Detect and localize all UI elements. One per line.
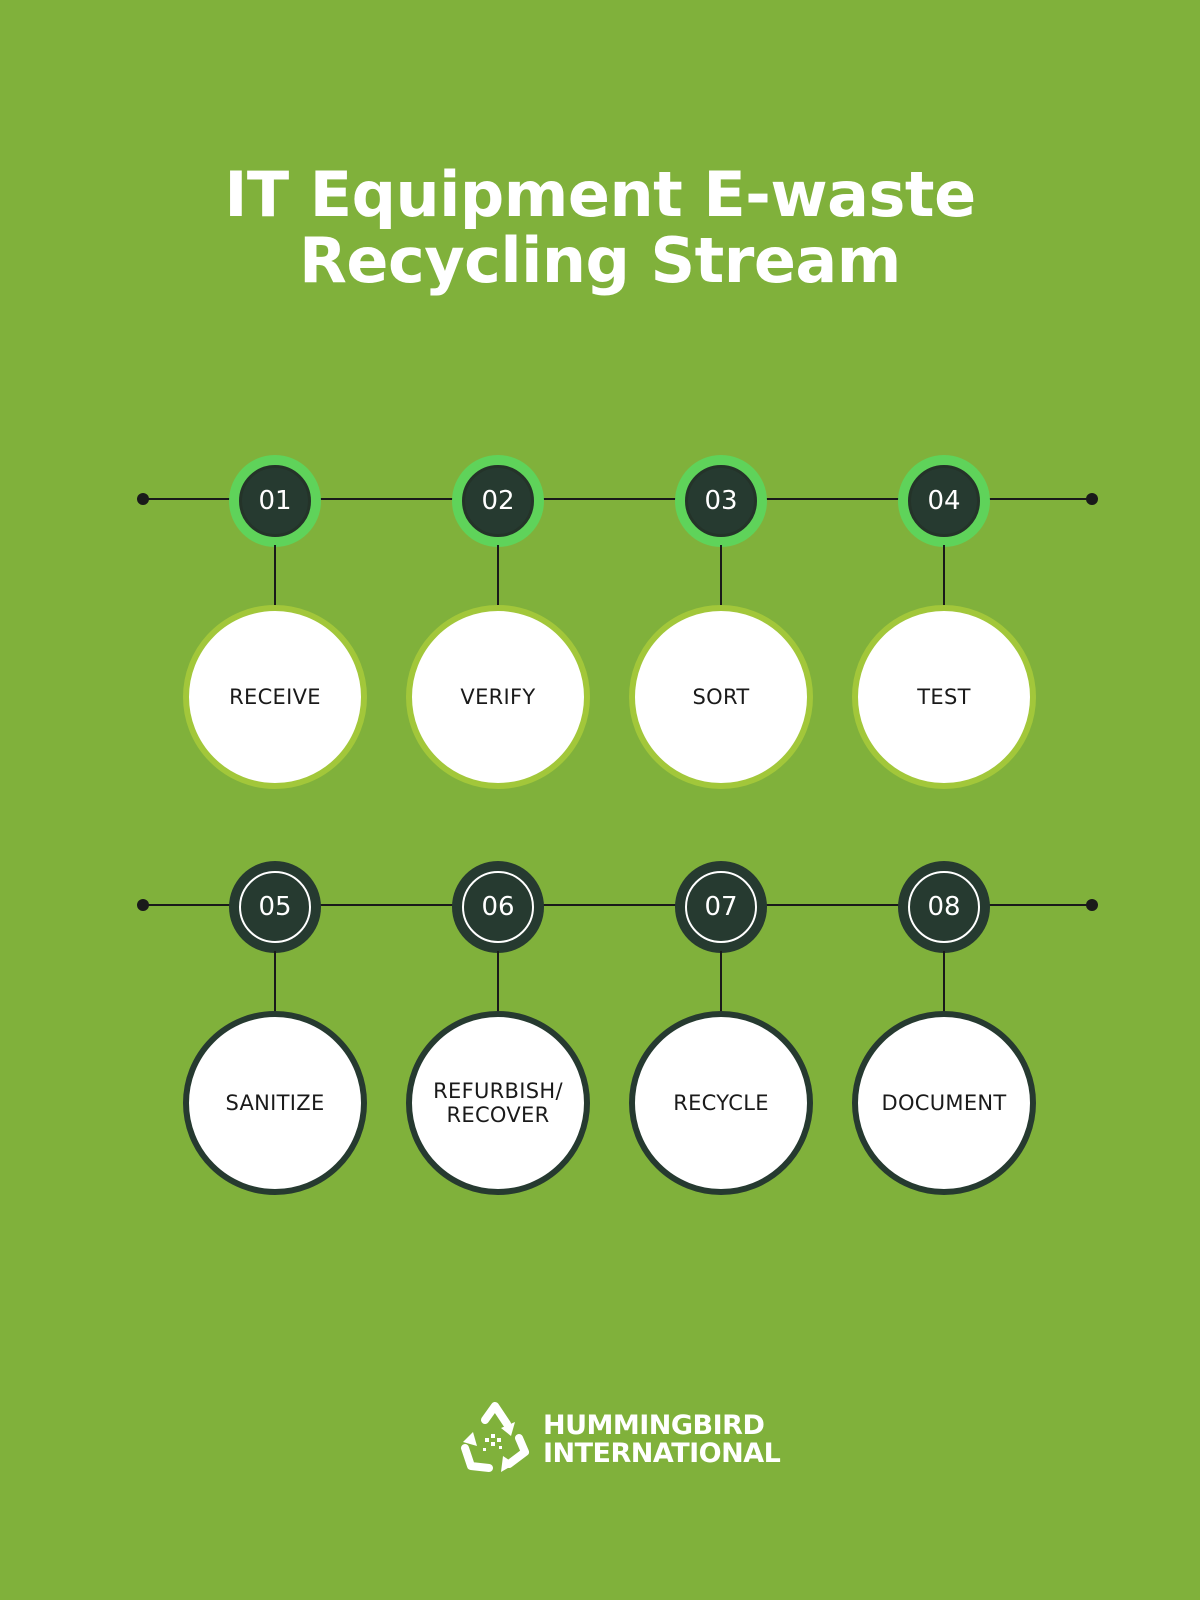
step-circle: DOCUMENT bbox=[852, 1011, 1036, 1195]
step-number-badge: 03 bbox=[675, 455, 767, 547]
logo-line-1: HUMMINGBIRD bbox=[543, 1410, 765, 1441]
logo-line-2: INTERNATIONAL bbox=[543, 1438, 781, 1469]
process-row-1: 01 RECEIVE 02 VERIFY 03 SORT 04 TEST bbox=[0, 455, 1200, 815]
step-sort: 03 SORT bbox=[621, 455, 821, 815]
step-number-badge: 06 bbox=[452, 861, 544, 953]
company-logo: HUMMINGBIRD INTERNATIONAL bbox=[455, 1398, 781, 1478]
connector-line bbox=[274, 545, 276, 611]
step-label: SANITIZE bbox=[225, 1091, 325, 1115]
step-label: TEST bbox=[917, 685, 971, 709]
timeline-line bbox=[143, 904, 1092, 906]
step-number: 04 bbox=[908, 465, 980, 537]
process-row-2: 05 SANITIZE 06 REFURBISH/ RECOVER 07 REC… bbox=[0, 861, 1200, 1221]
connector-line bbox=[943, 951, 945, 1017]
step-verify: 02 VERIFY bbox=[398, 455, 598, 815]
step-number: 02 bbox=[462, 465, 534, 537]
step-circle: RECEIVE bbox=[183, 605, 367, 789]
connector-line bbox=[720, 951, 722, 1017]
recycle-icon bbox=[461, 1402, 529, 1472]
timeline-line bbox=[143, 498, 1092, 500]
step-label: REFURBISH/ RECOVER bbox=[433, 1079, 563, 1127]
step-number-badge: 04 bbox=[898, 455, 990, 547]
step-circle: RECYCLE bbox=[629, 1011, 813, 1195]
connector-line bbox=[274, 951, 276, 1017]
step-receive: 01 RECEIVE bbox=[175, 455, 375, 815]
connector-line bbox=[943, 545, 945, 611]
step-number-badge: 02 bbox=[452, 455, 544, 547]
step-refurbish-recover: 06 REFURBISH/ RECOVER bbox=[398, 861, 598, 1221]
step-number: 07 bbox=[685, 871, 757, 943]
step-label: DOCUMENT bbox=[881, 1091, 1007, 1115]
step-circle: SORT bbox=[629, 605, 813, 789]
step-circle: REFURBISH/ RECOVER bbox=[406, 1011, 590, 1195]
step-number: 06 bbox=[462, 871, 534, 943]
step-sanitize: 05 SANITIZE bbox=[175, 861, 375, 1221]
step-circle: SANITIZE bbox=[183, 1011, 367, 1195]
connector-line bbox=[497, 545, 499, 611]
step-number: 05 bbox=[239, 871, 311, 943]
step-circle: VERIFY bbox=[406, 605, 590, 789]
timeline-start-dot bbox=[137, 899, 149, 911]
connector-line bbox=[720, 545, 722, 611]
title-line-1: IT Equipment E-waste bbox=[224, 158, 976, 231]
step-number: 08 bbox=[908, 871, 980, 943]
step-label: RECEIVE bbox=[229, 685, 321, 709]
step-circle: TEST bbox=[852, 605, 1036, 789]
step-document: 08 DOCUMENT bbox=[844, 861, 1044, 1221]
page-title: IT Equipment E-waste Recycling Stream bbox=[0, 162, 1200, 294]
step-number-badge: 05 bbox=[229, 861, 321, 953]
timeline-end-dot bbox=[1086, 899, 1098, 911]
step-number-badge: 07 bbox=[675, 861, 767, 953]
timeline-end-dot bbox=[1086, 493, 1098, 505]
step-number-badge: 01 bbox=[229, 455, 321, 547]
step-label: RECYCLE bbox=[673, 1091, 769, 1115]
step-label: SORT bbox=[692, 685, 750, 709]
step-number: 03 bbox=[685, 465, 757, 537]
step-test: 04 TEST bbox=[844, 455, 1044, 815]
connector-line bbox=[497, 951, 499, 1017]
timeline-start-dot bbox=[137, 493, 149, 505]
step-number: 01 bbox=[239, 465, 311, 537]
step-number-badge: 08 bbox=[898, 861, 990, 953]
logo-wordmark: HUMMINGBIRD INTERNATIONAL bbox=[543, 1410, 781, 1469]
title-line-2: Recycling Stream bbox=[299, 224, 901, 297]
step-recycle: 07 RECYCLE bbox=[621, 861, 821, 1221]
step-label: VERIFY bbox=[460, 685, 536, 709]
